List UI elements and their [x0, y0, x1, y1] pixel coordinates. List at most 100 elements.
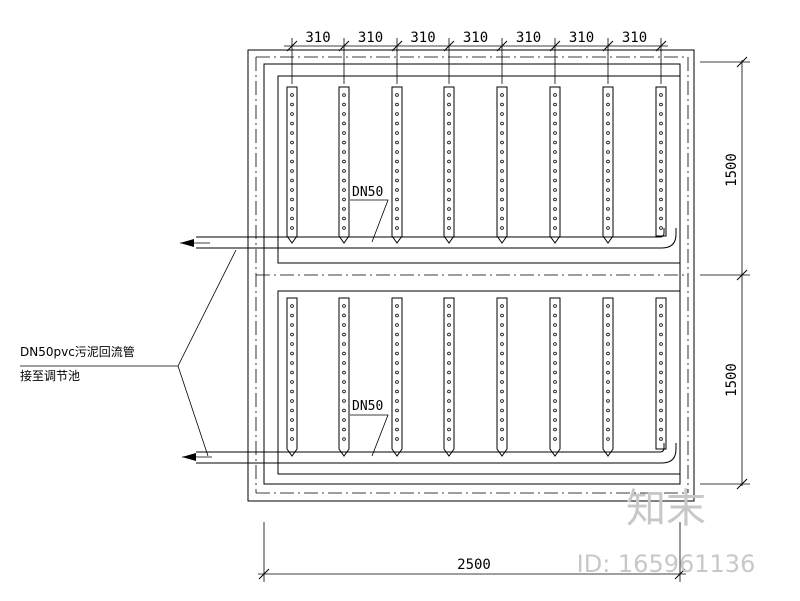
lower-diffuser-hole: [342, 389, 346, 394]
lower-diffuser-hole: [553, 304, 557, 308]
upper-diffuser-hole: [290, 178, 294, 183]
upper-diffuser-hole: [395, 226, 399, 230]
lower-chamber: [277, 290, 681, 475]
upper-diffuser-hole: [395, 102, 399, 107]
lower-diffuser-hole: [553, 427, 557, 432]
upper-diffuser-hole: [395, 216, 399, 221]
bottom-tick-right: [674, 568, 686, 580]
upper-diffuser-hole: [553, 207, 557, 211]
upper-diffuser-hole: [447, 150, 451, 154]
upper-diffuser-hole: [553, 169, 557, 173]
lower-diffuser-hole: [659, 380, 663, 384]
upper-diffuser-hole: [447, 216, 451, 221]
lower-diffuser-hole: [342, 351, 346, 356]
upper-diffuser-hole: [659, 226, 663, 230]
upper-diffuser-hole: [500, 150, 504, 154]
upper-diffuser-hole: [395, 178, 399, 183]
lower-diffuser-hole: [500, 332, 504, 337]
upper-diffuser-hole: [606, 131, 610, 135]
upper-diffuser-hole: [447, 197, 451, 202]
upper-diffuser-hole: [553, 93, 557, 97]
lower-diffuser-hole: [500, 427, 504, 432]
upper-diffuser-hole: [447, 102, 451, 107]
dn50-leader-lower: [350, 414, 389, 457]
upper-diffuser-hole: [342, 159, 346, 164]
upper-diffuser-hole: [606, 226, 610, 230]
upper-diffuser-hole: [606, 178, 610, 183]
upper-diffuser-hole: [500, 131, 504, 135]
lower-diffuser-hole: [659, 370, 663, 375]
upper-diffuser-hole: [290, 207, 294, 211]
upper-diffuser-pipe-2: [338, 86, 350, 244]
lower-diffuser-hole: [395, 370, 399, 375]
lower-diffuser-pipe-3: [391, 297, 403, 457]
lower-diffuser-pipe-4: [443, 297, 455, 457]
upper-diffuser-hole: [395, 169, 399, 173]
lower-diffuser-hole: [500, 304, 504, 308]
right-dim-lower: 1500: [724, 363, 740, 397]
lower-diffuser-hole: [290, 418, 294, 422]
upper-diffuser-hole: [659, 216, 663, 221]
upper-diffuser-hole: [659, 131, 663, 135]
lower-diffuser-hole: [447, 427, 451, 432]
upper-diffuser-hole: [342, 207, 346, 211]
upper-diffuser-hole: [342, 131, 346, 135]
lower-diffuser-hole: [659, 418, 663, 422]
upper-diffuser-pipe-3: [391, 86, 403, 244]
lower-diffuser-hole: [342, 323, 346, 327]
lower-diffuser-hole: [659, 313, 663, 318]
upper-diffuser-hole: [606, 140, 610, 145]
lower-diffuser-hole: [606, 427, 610, 432]
upper-diffuser-hole: [553, 159, 557, 164]
upper-diffuser-hole: [606, 188, 610, 192]
lower-diffuser-hole: [342, 332, 346, 337]
upper-diffuser-hole: [342, 178, 346, 183]
upper-diffuser-hole: [290, 140, 294, 145]
lower-diffuser-hole: [395, 380, 399, 384]
lower-diffuser-hole: [342, 313, 346, 318]
lower-diffuser-hole: [447, 408, 451, 413]
upper-diffuser-hole: [659, 178, 663, 183]
lower-diffuser-hole: [606, 380, 610, 384]
upper-diffuser-hole: [659, 197, 663, 202]
upper-diffuser-hole: [447, 159, 451, 164]
lower-diffuser-hole: [290, 399, 294, 403]
upper-diffuser-hole: [447, 131, 451, 135]
lower-diffuser-pipe-8: [655, 297, 667, 450]
upper-diffuser-hole: [553, 140, 557, 145]
upper-diffuser-pipe-8: [655, 86, 667, 237]
upper-diffuser-hole: [290, 226, 294, 230]
lower-diffuser-hole: [606, 408, 610, 413]
lower-diffuser-hole: [606, 399, 610, 403]
lower-diffuser-hole: [342, 380, 346, 384]
lower-diffuser-hole: [290, 323, 294, 327]
upper-diffuser-hole: [290, 169, 294, 173]
top-tick-8: [655, 40, 667, 52]
lower-diffuser-hole: [500, 380, 504, 384]
tank-inner-wall: [263, 63, 681, 485]
upper-diffuser-hole: [553, 112, 557, 116]
return-pipe-destination: 接至调节池: [20, 368, 80, 383]
lower-diffuser-hole: [500, 399, 504, 403]
header-pipe-lower: [196, 443, 677, 464]
right-tick-bottom: [736, 478, 748, 490]
lower-diffuser-hole: [395, 313, 399, 318]
lower-diffuser-hole: [659, 427, 663, 432]
upper-diffuser-hole: [290, 102, 294, 107]
upper-diffuser-hole: [447, 93, 451, 97]
lower-diffuser-hole: [395, 342, 399, 346]
lower-diffuser-hole: [447, 361, 451, 365]
upper-diffuser-hole: [342, 93, 346, 97]
upper-diffuser-hole: [395, 150, 399, 154]
lower-diffuser-hole: [447, 313, 451, 318]
diffuser-group-lower: [286, 297, 667, 457]
top-tick-5: [496, 40, 508, 52]
upper-diffuser-hole: [500, 216, 504, 221]
upper-diffuser-hole: [290, 216, 294, 221]
upper-diffuser-hole: [500, 102, 504, 107]
upper-diffuser-hole: [500, 169, 504, 173]
upper-diffuser-hole: [500, 178, 504, 183]
lower-diffuser-pipe-1: [286, 297, 298, 457]
lower-diffuser-hole: [553, 342, 557, 346]
